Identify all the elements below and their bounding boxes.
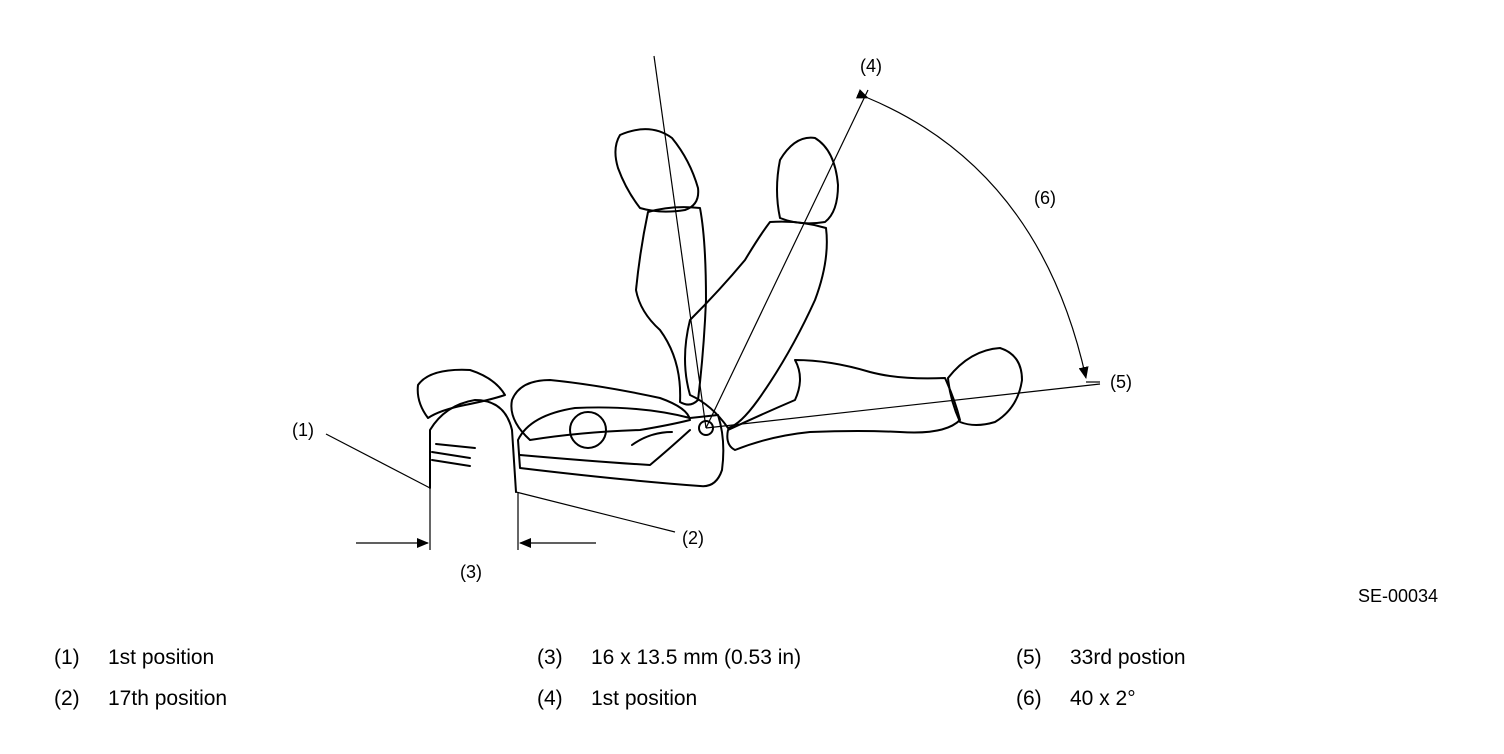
legend-item: (6) 40 x 2° [1016, 687, 1136, 711]
middle-seatback [684, 220, 828, 429]
seat-cushion [510, 379, 691, 441]
front-seat-trim [431, 443, 476, 467]
reclined-headrest [776, 136, 839, 225]
first-position-line [705, 89, 869, 429]
leader-2 [515, 491, 676, 533]
legend-num: (3) [537, 646, 563, 669]
callout-6: (6) [1034, 188, 1056, 208]
legend-text: 1st position [591, 687, 698, 710]
legend-item: (1) 1st position [54, 646, 214, 670]
callout-5: (5) [1110, 372, 1132, 392]
legend-num: (5) [1016, 646, 1042, 669]
legend-text: 17th position [108, 687, 228, 710]
thirty-third-position-line [705, 383, 1101, 429]
legend-item: (3) 16 x 13.5 mm (0.53 in) [537, 646, 801, 670]
legend-text: 40 x 2° [1070, 687, 1136, 710]
legend-num: (1) [54, 646, 80, 669]
leader-1 [325, 433, 431, 489]
legend-item: (2) 17th position [54, 687, 227, 711]
seat-base-trim [519, 429, 691, 466]
flat-seatback [726, 359, 961, 451]
legend-item: (5) 33rd postion [1016, 646, 1186, 670]
legend-num: (4) [537, 687, 563, 710]
callout-1: (1) [292, 420, 314, 440]
legend-num: (2) [54, 687, 80, 710]
seat-adjustment-diagram: (1) (2) (3) (4) (5) (6) SE-00034 [292, 55, 1438, 606]
recliner-pivot [698, 420, 714, 436]
front-seat-base [429, 399, 517, 493]
legend-text: 1st position [108, 646, 215, 669]
front-seat-cushion [416, 368, 506, 419]
callout-3: (3) [460, 562, 482, 582]
legend-num: (6) [1016, 687, 1042, 710]
seat-base [517, 406, 725, 488]
figure-code: SE-00034 [1358, 586, 1438, 606]
legend-text: 33rd postion [1070, 646, 1186, 669]
legend-text: 16 x 13.5 mm (0.53 in) [591, 646, 802, 669]
upright-seatback [635, 206, 707, 406]
upright-headrest [614, 128, 700, 213]
upright-reference-line [653, 55, 707, 429]
angle-arc-6 [855, 89, 1089, 379]
callout-2: (2) [682, 528, 704, 548]
seat-knob [569, 411, 607, 449]
legend-item: (4) 1st position [537, 687, 697, 711]
legend: (1) 1st position (2) 17th position (3) 16 x… [0, 640, 1504, 740]
callout-4: (4) [860, 56, 882, 76]
seat-base-trim-2 [631, 431, 673, 446]
